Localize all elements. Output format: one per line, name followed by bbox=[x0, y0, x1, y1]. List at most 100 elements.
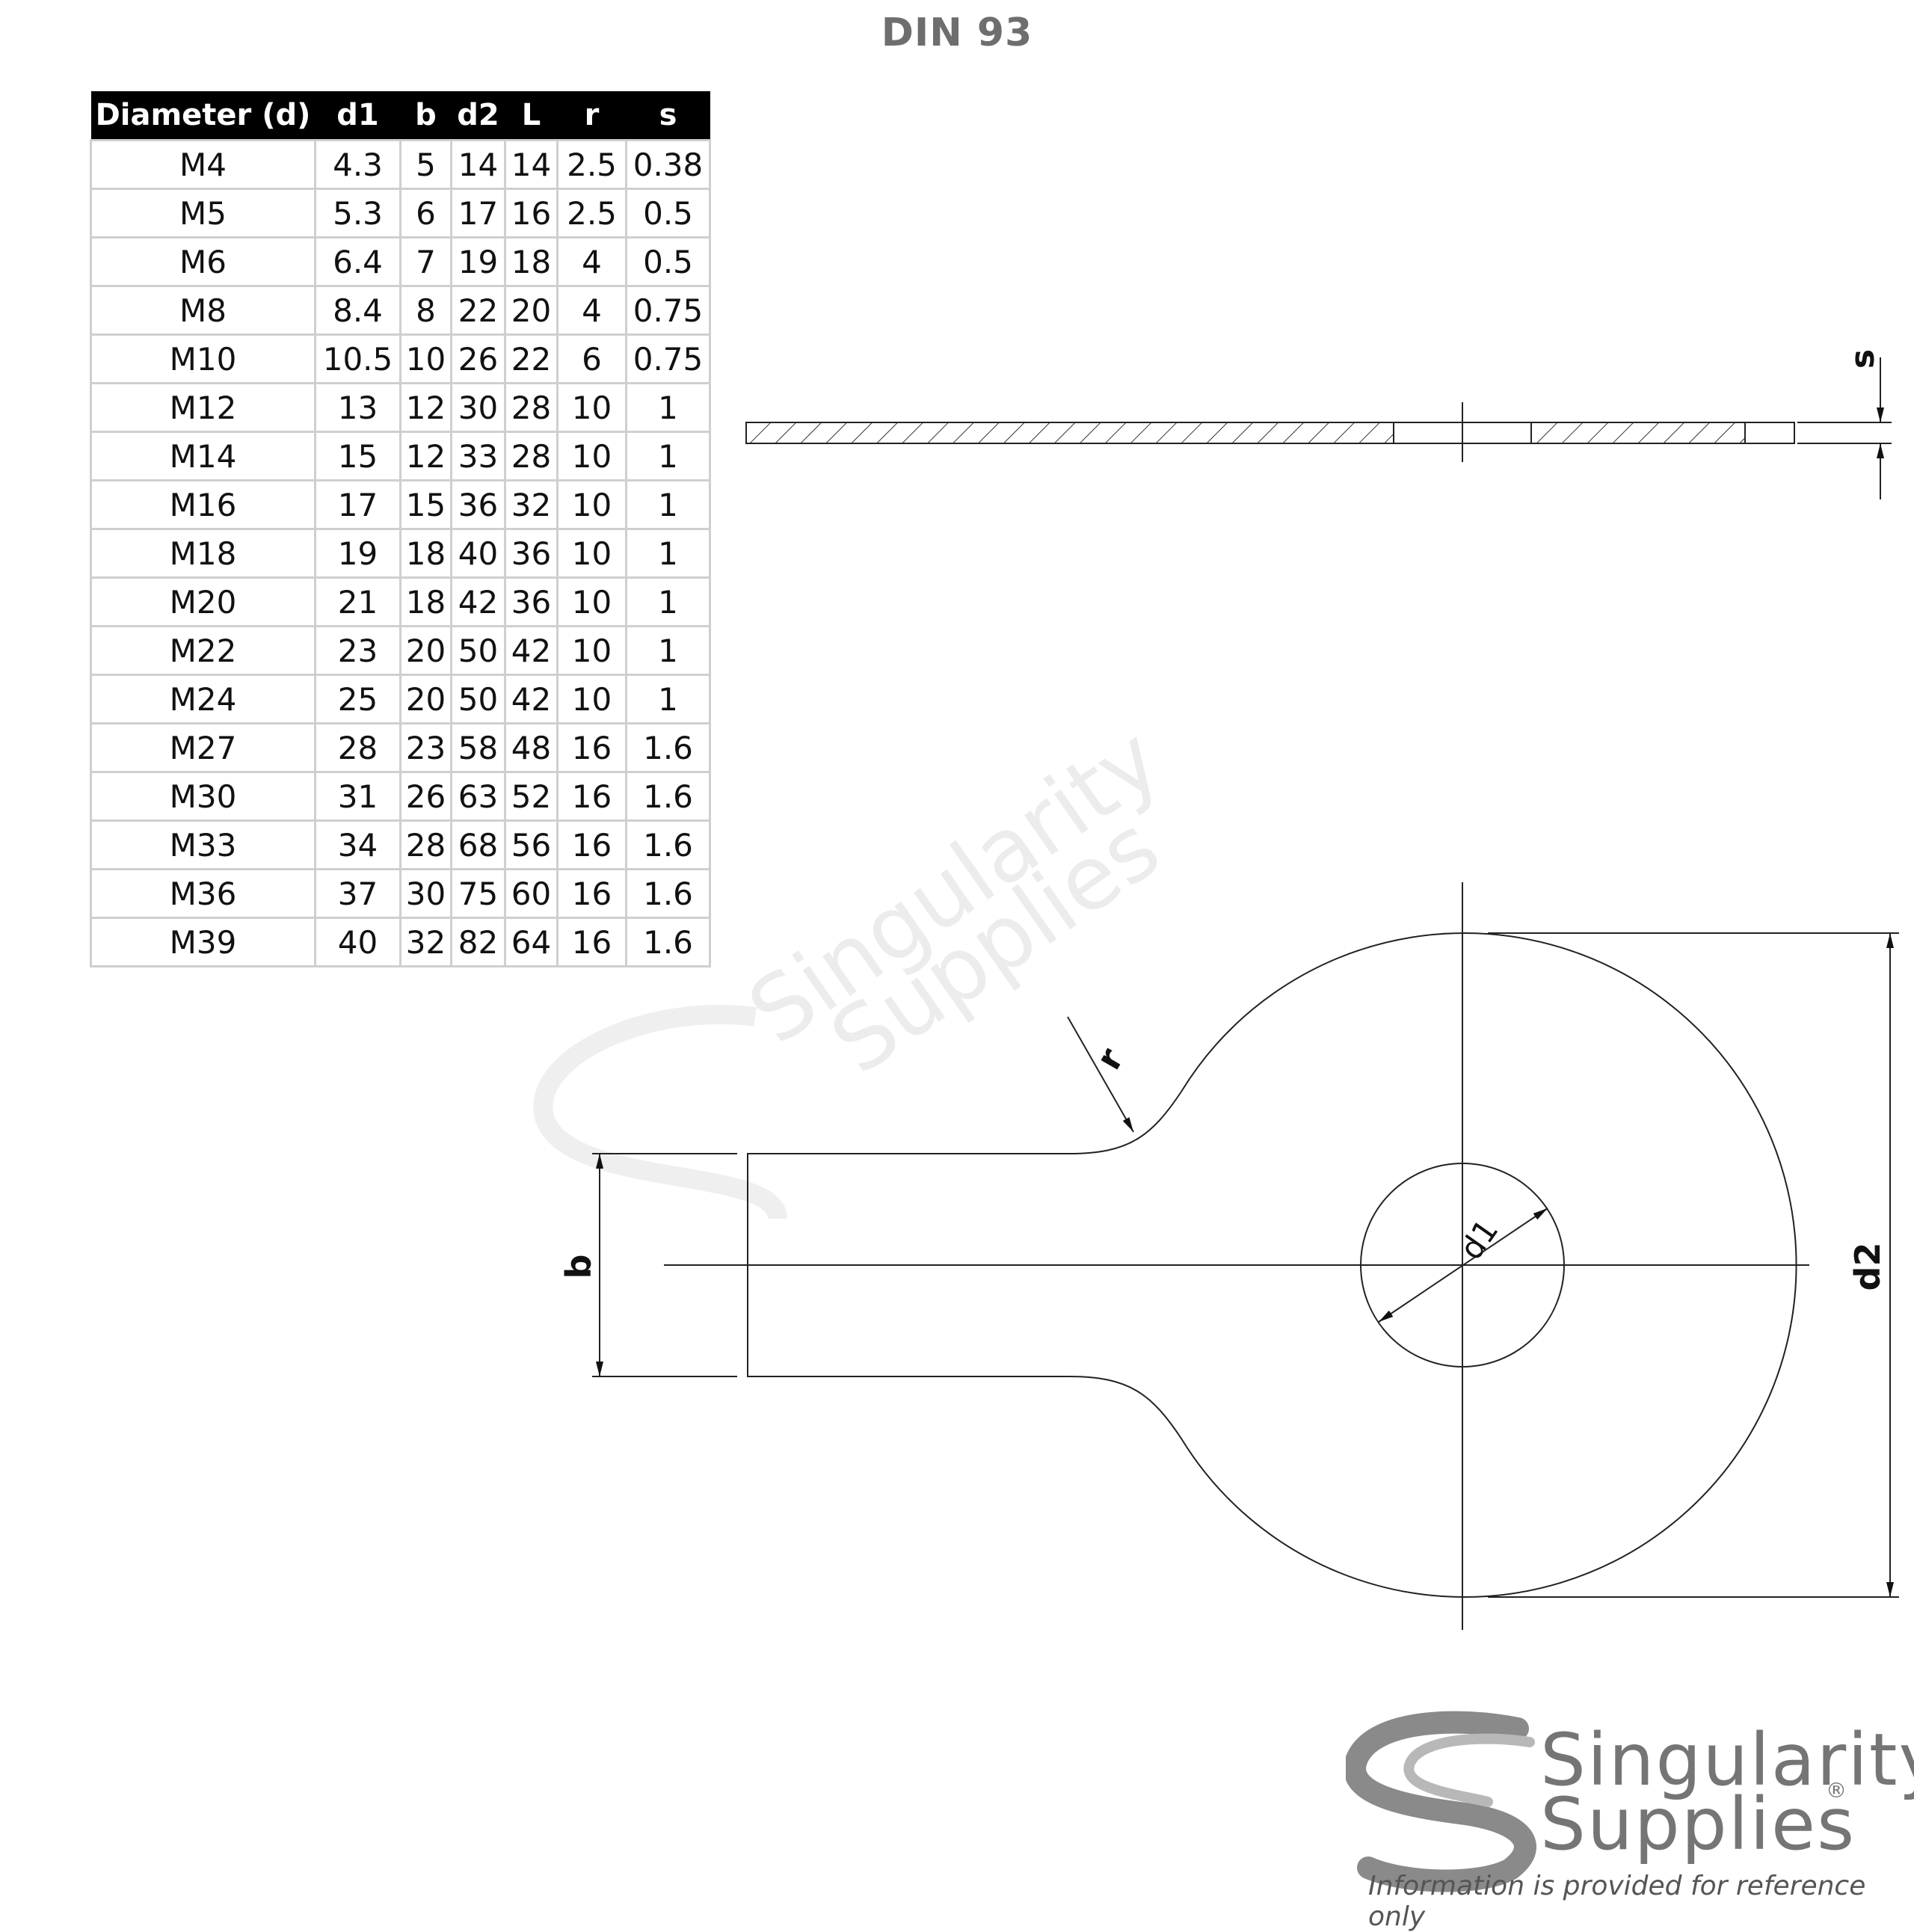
table-cell: 82 bbox=[450, 917, 506, 967]
table-cell: 28 bbox=[504, 431, 558, 482]
table-cell: 0.75 bbox=[625, 285, 711, 336]
table-cell: 10 bbox=[556, 576, 627, 627]
table-cell: 28 bbox=[504, 382, 558, 433]
table-cell: 32 bbox=[399, 917, 452, 967]
side-view-hatched-right bbox=[1530, 422, 1746, 444]
table-cell: 20 bbox=[504, 285, 558, 336]
table-cell: M6 bbox=[90, 236, 316, 287]
washer-outline bbox=[747, 932, 1797, 1598]
table-cell: 1 bbox=[625, 431, 711, 482]
table-cell: 21 bbox=[314, 576, 401, 627]
table-cell: 52 bbox=[504, 771, 558, 822]
table-cell: 26 bbox=[450, 333, 506, 384]
r-dimension-label: r bbox=[1088, 1041, 1131, 1076]
table-cell: 19 bbox=[450, 236, 506, 287]
table-cell: M12 bbox=[90, 382, 316, 433]
table-cell: 16 bbox=[556, 917, 627, 967]
table-cell: 0.5 bbox=[625, 188, 711, 239]
table-cell: 19 bbox=[314, 528, 401, 579]
table-cell: 25 bbox=[314, 674, 401, 724]
table-cell: 16 bbox=[556, 868, 627, 919]
column-header-2: b bbox=[400, 91, 452, 141]
table-cell: 10 bbox=[399, 333, 452, 384]
table-cell: 26 bbox=[399, 771, 452, 822]
table-cell: 50 bbox=[450, 625, 506, 676]
table-cell: 2.5 bbox=[556, 139, 627, 190]
d2-dimension-label: d2 bbox=[1847, 1243, 1888, 1291]
watermark: Singularity Supplies bbox=[533, 707, 1178, 1221]
table-cell: 1 bbox=[625, 576, 711, 627]
registered-mark: ® bbox=[1826, 1778, 1847, 1803]
table-cell: 1.6 bbox=[625, 771, 711, 822]
table-cell: 10 bbox=[556, 528, 627, 579]
table-cell: 36 bbox=[504, 576, 558, 627]
table-cell: 14 bbox=[504, 139, 558, 190]
side-view-end bbox=[1744, 422, 1795, 444]
table-cell: 0.5 bbox=[625, 236, 711, 287]
d1-dimension-line bbox=[1378, 1208, 1548, 1323]
r-leader-line bbox=[1067, 1016, 1134, 1133]
column-header-1: d1 bbox=[315, 91, 401, 141]
table-cell: 8.4 bbox=[314, 285, 401, 336]
disclaimer-text: Information is provided for reference on… bbox=[1368, 1871, 1866, 1932]
table-cell: M33 bbox=[90, 819, 316, 870]
table-cell: M22 bbox=[90, 625, 316, 676]
table-cell: 36 bbox=[504, 528, 558, 579]
table-cell: 10 bbox=[556, 625, 627, 676]
table-cell: 18 bbox=[399, 528, 452, 579]
brand-name-line1: Singularity bbox=[1540, 1718, 1914, 1802]
table-cell: 7 bbox=[399, 236, 452, 287]
table-cell: 2.5 bbox=[556, 188, 627, 239]
table-cell: 10 bbox=[556, 479, 627, 530]
table-cell: 42 bbox=[504, 625, 558, 676]
table-cell: M8 bbox=[90, 285, 316, 336]
table-cell: 5.3 bbox=[314, 188, 401, 239]
table-cell: 37 bbox=[314, 868, 401, 919]
s-logo-icon bbox=[1346, 1711, 1536, 1892]
table-cell: 8 bbox=[399, 285, 452, 336]
table-cell: 1.6 bbox=[625, 722, 711, 773]
table-cell: 13 bbox=[314, 382, 401, 433]
table-cell: 58 bbox=[450, 722, 506, 773]
table-cell: 32 bbox=[504, 479, 558, 530]
table-cell: M30 bbox=[90, 771, 316, 822]
table-cell: M27 bbox=[90, 722, 316, 773]
table-cell: 4.3 bbox=[314, 139, 401, 190]
table-cell: M24 bbox=[90, 674, 316, 724]
table-cell: 1 bbox=[625, 382, 711, 433]
table-cell: M4 bbox=[90, 139, 316, 190]
table-cell: M36 bbox=[90, 868, 316, 919]
table-cell: M5 bbox=[90, 188, 316, 239]
table-cell: 1.6 bbox=[625, 917, 711, 967]
table-cell: 22 bbox=[450, 285, 506, 336]
page-title: DIN 93 bbox=[881, 10, 1033, 55]
table-cell: M18 bbox=[90, 528, 316, 579]
watermark-s-logo bbox=[533, 1004, 787, 1221]
table-cell: 31 bbox=[314, 771, 401, 822]
table-cell: 40 bbox=[314, 917, 401, 967]
table-cell: 40 bbox=[450, 528, 506, 579]
table-cell: 0.75 bbox=[625, 333, 711, 384]
table-cell: 6 bbox=[399, 188, 452, 239]
table-cell: 0.38 bbox=[625, 139, 711, 190]
table-cell: 20 bbox=[399, 625, 452, 676]
table-cell: 12 bbox=[399, 382, 452, 433]
table-cell: 75 bbox=[450, 868, 506, 919]
table-cell: 1.6 bbox=[625, 819, 711, 870]
table-cell: 23 bbox=[399, 722, 452, 773]
table-cell: 18 bbox=[399, 576, 452, 627]
